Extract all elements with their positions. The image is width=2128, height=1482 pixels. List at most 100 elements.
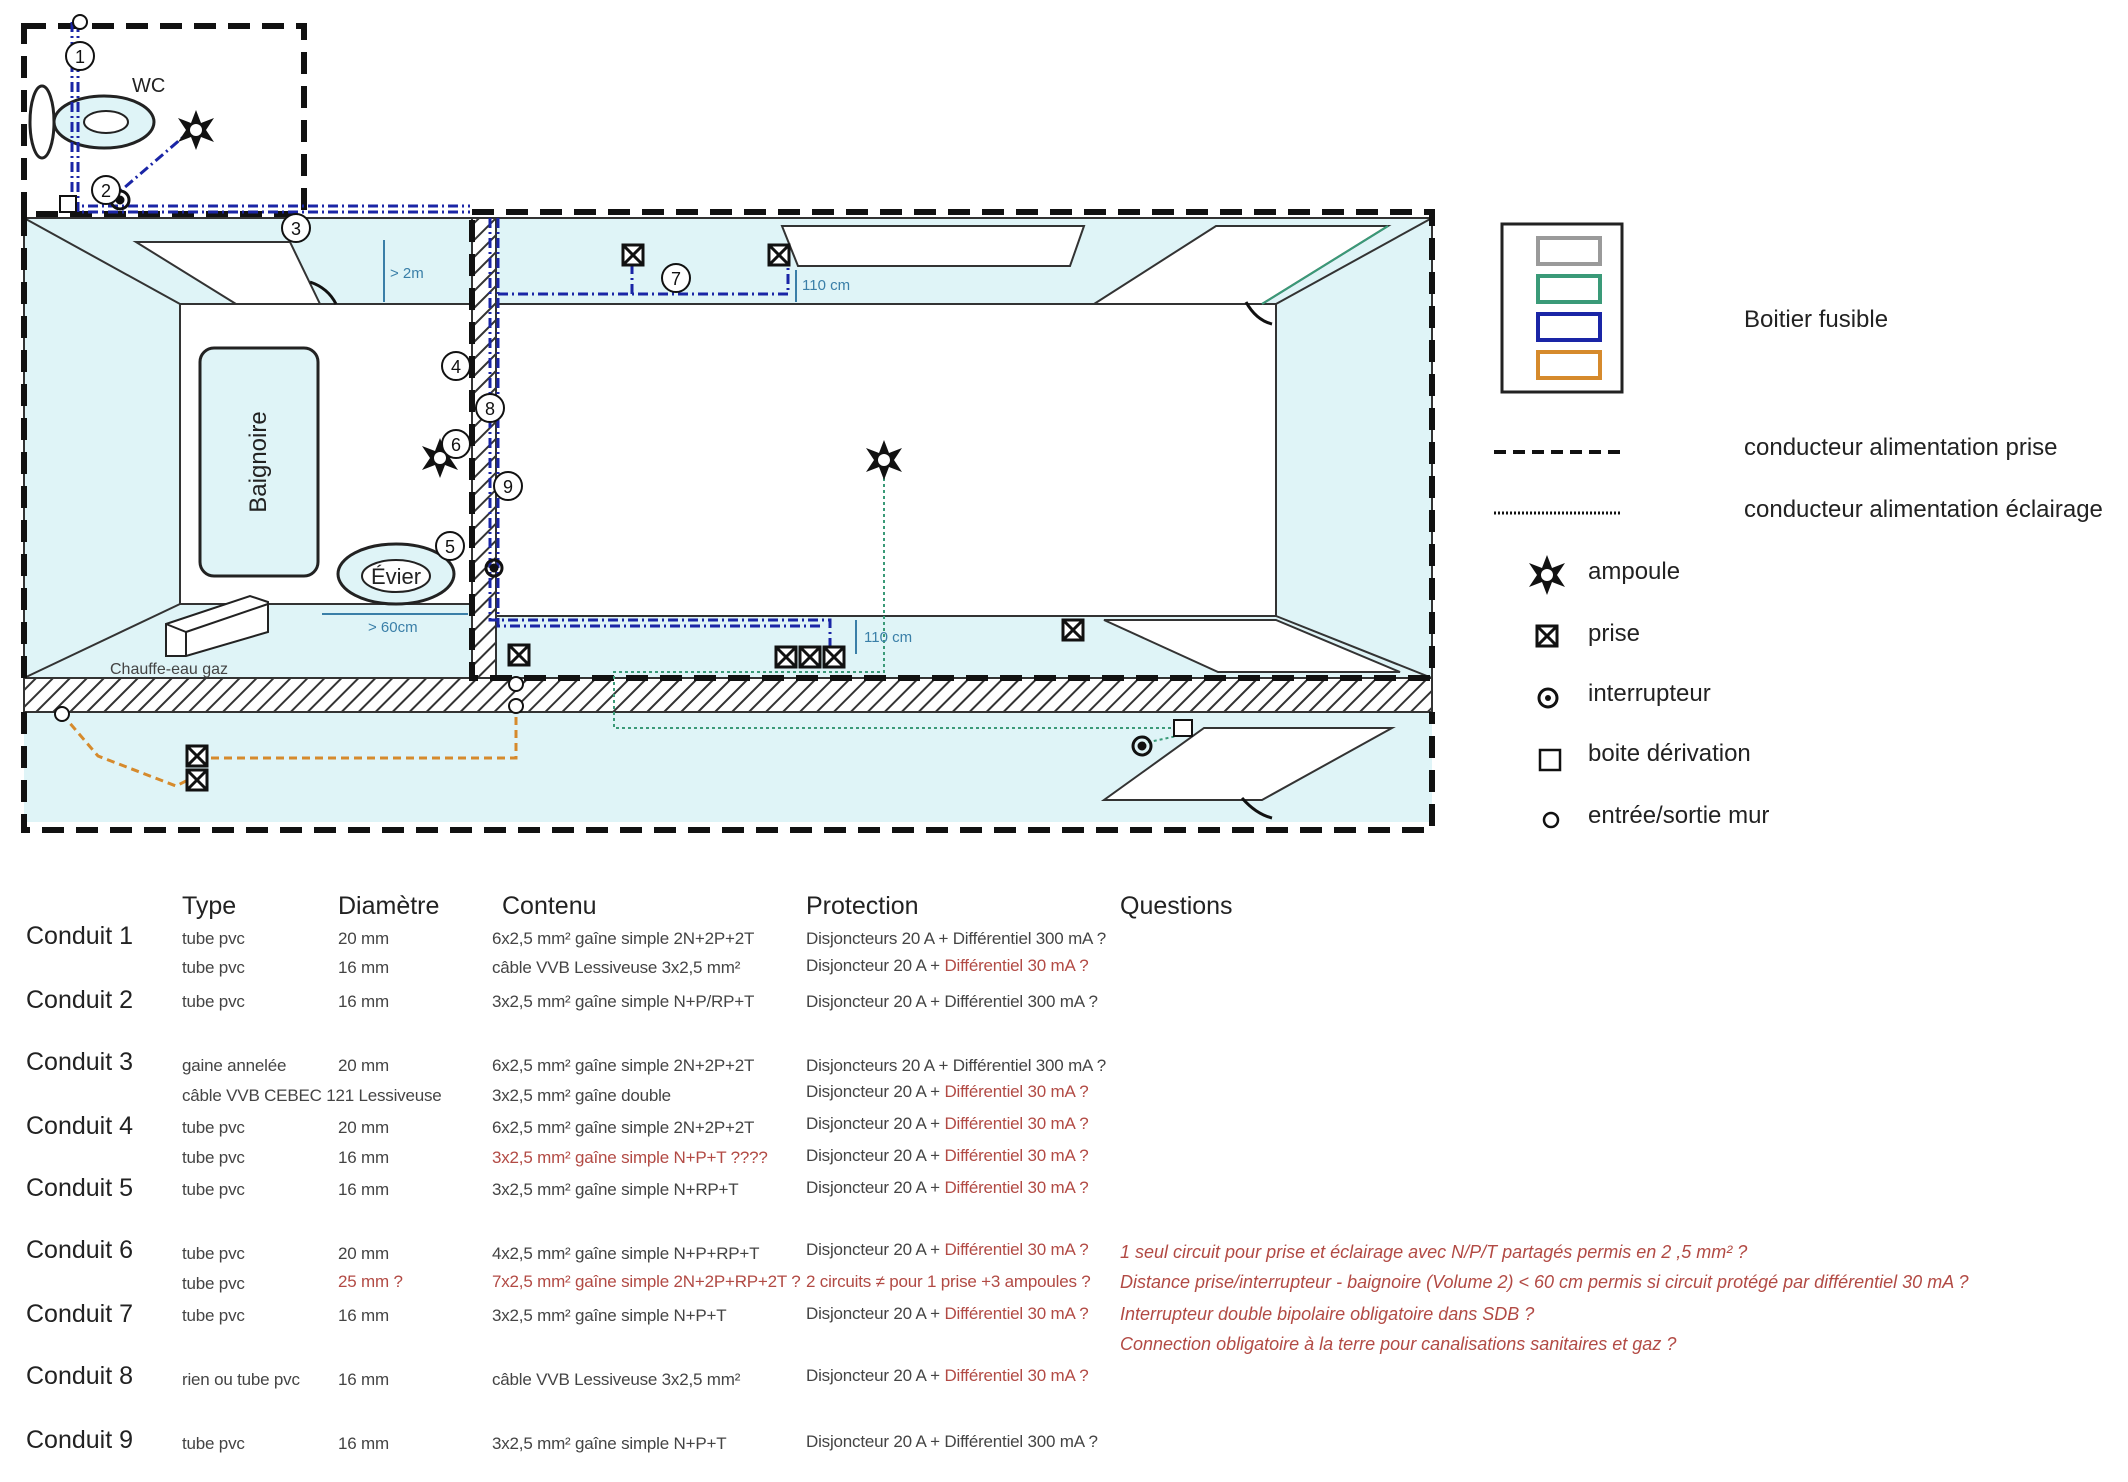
- corridor-wall: [23, 677, 1433, 713]
- header-type: Type: [182, 892, 237, 920]
- bulb-icon: [866, 440, 902, 480]
- conduit-marker-5: 5: [435, 531, 465, 561]
- socket-icon: [507, 643, 531, 667]
- row-name: Conduit 7: [26, 1300, 134, 1328]
- wall-entry-icon: [54, 706, 70, 722]
- row-name: Conduit 2: [26, 986, 134, 1014]
- door-arrow-bathroom: [309, 280, 338, 305]
- row-name: Conduit 5: [26, 1174, 134, 1202]
- socket-icon: [767, 243, 791, 267]
- dim-60cm: > 60cm: [368, 619, 418, 636]
- switch-icon: [1537, 687, 1559, 709]
- conduit-marker-1: 1: [65, 41, 95, 71]
- conduit-marker-3: 3: [281, 213, 311, 243]
- main-room-socket-line: [469, 209, 1435, 681]
- dimension-markers: [322, 240, 857, 654]
- cell-diameter: 16 mm: [338, 1306, 389, 1325]
- conduit-marker-4: 4: [441, 351, 471, 381]
- cell-diameter: 16 mm: [338, 1370, 389, 1389]
- cell-type: câble VVB CEBEC 121 Lessiveuse: [182, 1086, 442, 1105]
- cell-content: 6x2,5 mm² gaîne simple 2N+2P+2T: [492, 929, 755, 948]
- dim-2m: > 2m: [390, 265, 424, 282]
- cell-type: rien ou tube pvc: [182, 1370, 300, 1389]
- legend-socket-label: prise: [1588, 620, 1641, 647]
- cell-diameter: 16 mm: [338, 958, 389, 977]
- cell-protection: Disjoncteurs 20 A + Différentiel 300 mA …: [806, 1056, 1107, 1075]
- junction-box-icon: [1538, 748, 1562, 772]
- cell-type: tube pvc: [182, 958, 245, 977]
- header-content: Contenu: [502, 892, 597, 920]
- cell-type: tube pvc: [182, 1274, 245, 1293]
- fuse-grey: [1536, 236, 1602, 266]
- switch-icon: [484, 558, 504, 578]
- cell-protection: 2 circuits ≠ pour 1 prise +3 ampoules ?: [806, 1272, 1091, 1291]
- legend-lighting-line-label: conducteur alimentation éclairage: [1744, 496, 2103, 523]
- svg-text:3: 3: [291, 219, 301, 239]
- legend-socket-line-label: conducteur alimentation prise: [1744, 434, 2058, 461]
- cell-diameter: 16 mm: [338, 1148, 389, 1167]
- cell-protection: Disjoncteurs 20 A + Différentiel 300 mA …: [806, 929, 1107, 948]
- junction-box-icon: [1173, 719, 1193, 737]
- wc-label: WC: [132, 75, 165, 97]
- cell-content: 3x2,5 mm² gaîne double: [492, 1086, 671, 1105]
- svg-text:4: 4: [451, 357, 461, 377]
- header-diameter: Diamètre: [338, 892, 440, 920]
- dim-110cm-top: 110 cm: [802, 277, 850, 294]
- cell-protection: Disjoncteur 20 A + Différentiel 300 mA ?: [806, 992, 1098, 1011]
- cell-protection: Disjoncteur 20 A + Différentiel 30 mA ?: [806, 1304, 1089, 1323]
- cell-content: câble VVB Lessiveuse 3x2,5 mm²: [492, 958, 741, 977]
- bathroom-window: [132, 241, 322, 305]
- cell-diameter: 20 mm: [338, 1244, 389, 1263]
- row-name: Conduit 6: [26, 1236, 134, 1264]
- legend-junction-box-label: boite dérivation: [1588, 740, 1751, 767]
- cell-protection: Disjoncteur 20 A + Différentiel 30 mA ?: [806, 956, 1089, 975]
- cell-type: tube pvc: [182, 992, 245, 1011]
- main-room-door-bottom: [1103, 619, 1401, 673]
- dim-110cm-bottom: 110 cm: [864, 629, 912, 646]
- door-arrow-main: [1244, 301, 1273, 326]
- row-name: Conduit 8: [26, 1362, 134, 1390]
- conduit-marker-8: 8: [475, 393, 505, 423]
- cell-type: tube pvc: [182, 1118, 245, 1137]
- bulb-icon: [422, 438, 458, 478]
- svg-text:7: 7: [671, 269, 681, 289]
- cell-type: gaine annelée: [182, 1056, 287, 1075]
- sink-label: Évier: [371, 564, 421, 589]
- svg-text:2: 2: [101, 181, 111, 201]
- cell-content: 6x2,5 mm² gaîne simple 2N+2P+2T: [492, 1118, 755, 1137]
- question-3: Interrupteur double bipolaire obligatoir…: [1120, 1304, 1535, 1324]
- cell-diameter: 20 mm: [338, 1056, 389, 1075]
- cell-type: tube pvc: [182, 1306, 245, 1325]
- legend-bulb-label: ampoule: [1588, 558, 1681, 585]
- bulb-icon: [178, 110, 214, 150]
- row-name: Conduit 1: [26, 922, 134, 950]
- cell-content: 4x2,5 mm² gaîne simple N+P+RP+T: [492, 1244, 760, 1263]
- cell-content: 3x2,5 mm² gaîne simple N+RP+T: [492, 1180, 739, 1199]
- cell-protection: Disjoncteur 20 A + Différentiel 30 mA ?: [806, 1366, 1089, 1385]
- cell-type: tube pvc: [182, 1180, 245, 1199]
- cell-protection: Disjoncteur 20 A + Différentiel 30 mA ?: [806, 1114, 1089, 1133]
- socket-icon: [1061, 618, 1085, 642]
- question-1: 1 seul circuit pour prise et éclairage a…: [1120, 1242, 1748, 1262]
- socket-icon: [621, 243, 645, 267]
- cell-diameter: 25 mm ?: [338, 1272, 403, 1291]
- cell-content: câble VVB Lessiveuse 3x2,5 mm²: [492, 1370, 741, 1389]
- main-room-window-top: [780, 225, 1086, 267]
- svg-text:6: 6: [451, 435, 461, 455]
- cell-type: tube pvc: [182, 929, 245, 948]
- cell-content: 7x2,5 mm² gaîne simple 2N+2P+RP+2T ?: [492, 1272, 801, 1291]
- cell-content: 3x2,5 mm² gaîne simple N+P+T: [492, 1306, 727, 1325]
- water-heater: [165, 594, 269, 657]
- cell-protection: Disjoncteur 20 A + Différentiel 30 mA ?: [806, 1082, 1089, 1101]
- cell-type: tube pvc: [182, 1244, 245, 1263]
- cell-protection: Disjoncteur 20 A + Différentiel 30 mA ?: [806, 1146, 1089, 1165]
- row-name: Conduit 3: [26, 1048, 134, 1076]
- question-4: Connection obligatoire à la terre pour c…: [1120, 1334, 1677, 1354]
- svg-text:5: 5: [445, 537, 455, 557]
- cell-diameter: 20 mm: [338, 929, 389, 948]
- svg-text:1: 1: [75, 47, 85, 67]
- hallway-socket-line: [21, 712, 1435, 833]
- wall-entry-icon: [1542, 811, 1560, 829]
- cell-protection: Disjoncteur 20 A + Différentiel 30 mA ?: [806, 1178, 1089, 1197]
- cell-protection: Disjoncteur 20 A + Différentiel 300 mA ?: [806, 1432, 1098, 1451]
